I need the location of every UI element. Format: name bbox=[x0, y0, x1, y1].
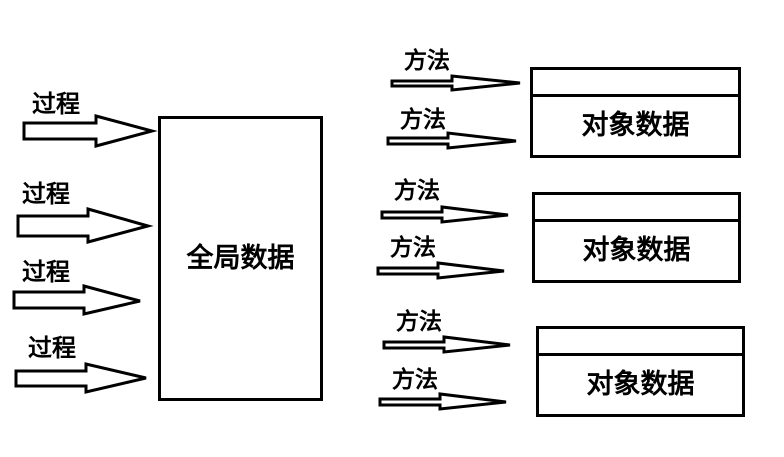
procedure-label-3: 过程 bbox=[22, 258, 70, 286]
object-data-label-1: 对象数据 bbox=[581, 110, 690, 141]
global-data-box: 全局数据 bbox=[158, 116, 323, 401]
arrow-method-1 bbox=[390, 74, 521, 92]
object-box-1: 对象数据 bbox=[530, 67, 741, 158]
arrow-procedure-2 bbox=[16, 207, 154, 244]
procedure-label-1: 过程 bbox=[32, 90, 80, 118]
global-data-label: 全局数据 bbox=[186, 243, 295, 274]
arrow-method-2 bbox=[386, 131, 517, 150]
object-data-label-3: 对象数据 bbox=[586, 369, 695, 400]
object-data-label-2: 对象数据 bbox=[582, 235, 691, 266]
method-label-2: 方法 bbox=[400, 107, 446, 133]
arrow-procedure-4 bbox=[14, 362, 147, 394]
arrow-method-3 bbox=[380, 205, 509, 224]
method-label-4: 方法 bbox=[390, 235, 436, 261]
arrow-method-6 bbox=[378, 392, 507, 411]
arrow-method-4 bbox=[376, 261, 505, 280]
method-label-5: 方法 bbox=[396, 309, 442, 335]
method-label-3: 方法 bbox=[394, 178, 440, 204]
arrow-procedure-1 bbox=[22, 114, 158, 148]
object-box-1-header bbox=[533, 70, 738, 97]
object-box-3-header bbox=[539, 329, 742, 356]
method-label-6: 方法 bbox=[392, 367, 438, 393]
procedure-label-4: 过程 bbox=[28, 334, 76, 362]
arrow-method-5 bbox=[382, 335, 511, 354]
object-box-2: 对象数据 bbox=[532, 192, 741, 283]
procedure-label-2: 过程 bbox=[22, 180, 70, 208]
object-box-3: 对象数据 bbox=[536, 326, 745, 417]
arrow-procedure-3 bbox=[12, 284, 141, 316]
object-box-2-header bbox=[535, 195, 738, 222]
method-label-1: 方法 bbox=[404, 48, 450, 74]
